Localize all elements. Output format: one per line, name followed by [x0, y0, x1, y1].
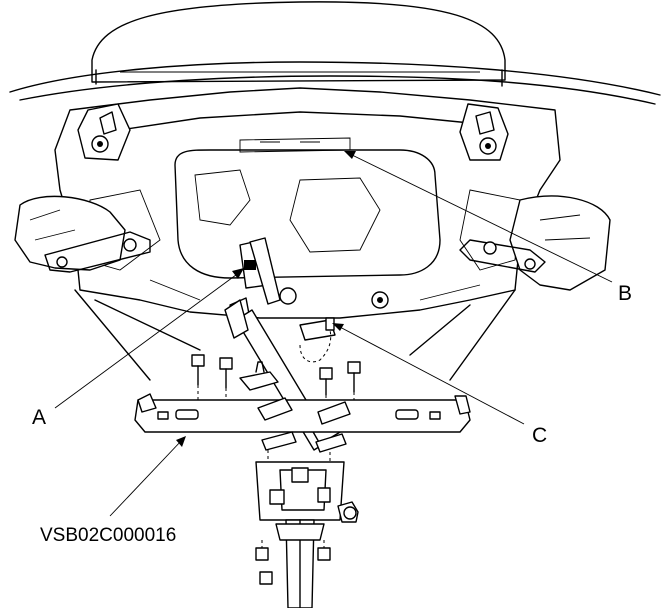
- jack-bolts: [255, 540, 331, 585]
- right-mount: [459, 103, 509, 161]
- bracket-hook: [239, 361, 279, 391]
- subframe-sides: [74, 289, 516, 381]
- vehicle-body: [9, 1, 661, 105]
- floor-jack-head: [255, 461, 359, 523]
- mounting-bolts: [191, 354, 361, 405]
- leader-lines: [54, 151, 613, 517]
- left-lower-arm: [14, 195, 151, 273]
- jack-adapter-beam: [134, 393, 471, 433]
- figure-code: VSB02C000016: [40, 525, 176, 546]
- left-mount: [77, 103, 131, 161]
- callout-b: B: [618, 282, 632, 305]
- callout-a: A: [32, 406, 46, 429]
- right-lower-arm: [459, 195, 611, 291]
- callout-c: C: [532, 424, 547, 447]
- safety-chain: [299, 317, 336, 363]
- floor-jack-post: [275, 519, 325, 608]
- adapter-pads: [261, 431, 347, 470]
